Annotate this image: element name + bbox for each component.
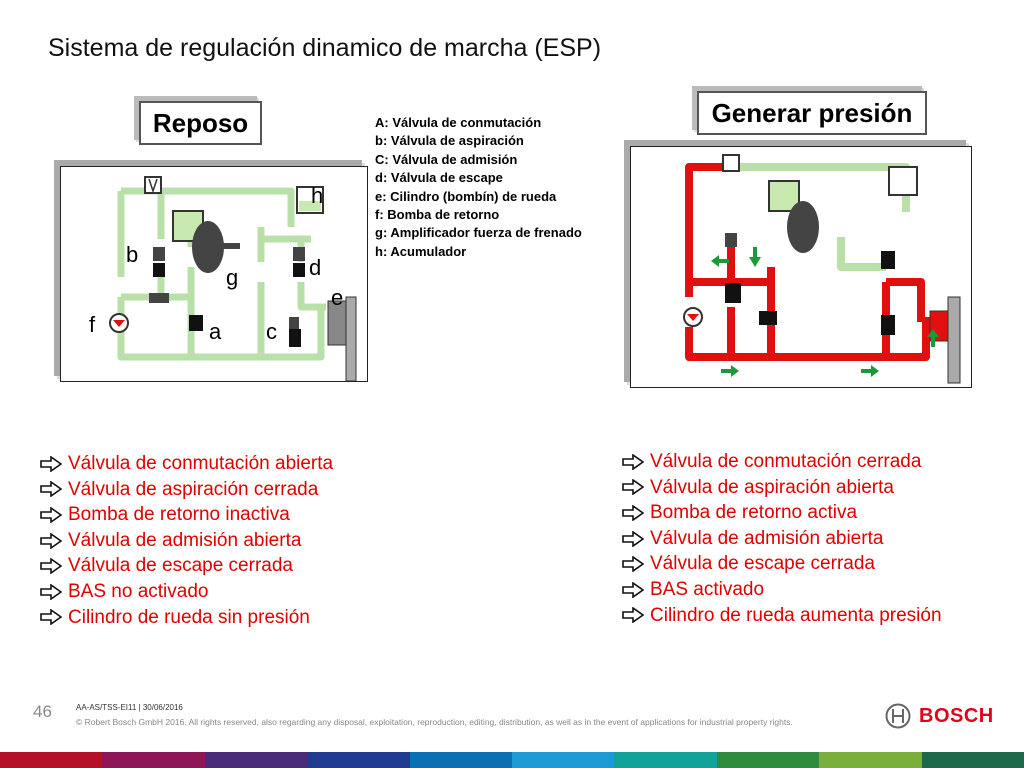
legend-item: A: Válvula de conmutación	[375, 115, 542, 130]
arrow-right-icon	[40, 506, 62, 523]
bullet-item: Válvula de aspiración cerrada	[40, 477, 333, 503]
letter-f: f	[89, 312, 96, 337]
bullet-item: Válvula de admisión abierta	[40, 528, 333, 554]
arrow-right-icon	[622, 453, 644, 470]
letter-c: c	[266, 319, 277, 344]
bullet-item: Válvula de conmutación cerrada	[622, 449, 942, 475]
rest-state-bullets: Válvula de conmutación abierta Válvula d…	[40, 451, 333, 630]
letter-g: g	[226, 265, 238, 290]
arrow-right-icon	[622, 530, 644, 547]
bullet-item: Válvula de conmutación abierta	[40, 451, 333, 477]
bullet-item: Válvula de escape cerrada	[622, 551, 942, 577]
legend-item: b: Válvula de aspiración	[375, 133, 524, 149]
arrow-right-icon	[622, 479, 644, 496]
document-code: AA-AS/TSS-EI11 | 30/06/2016	[76, 703, 183, 712]
legend-item: f: Bomba de retorno	[375, 207, 500, 223]
bullet-item: BAS activado	[622, 577, 942, 603]
legend-item: C: Válvula de admisión	[375, 151, 518, 167]
pressure-hydraulic-circuit	[683, 154, 961, 384]
bullet-item: Válvula de aspiración abierta	[622, 475, 942, 501]
bullet-item: Válvula de escape cerrada	[40, 553, 333, 579]
arrow-right-icon	[622, 556, 644, 573]
bullet-item: Válvula de admisión abierta	[622, 526, 942, 552]
letter-d: d	[309, 255, 321, 280]
legend-item: d: Válvula de escape	[375, 170, 503, 186]
pressure-state-bullets: Válvula de conmutación cerrada Válvula d…	[622, 449, 942, 628]
arrow-right-icon	[40, 558, 62, 575]
arrow-right-icon	[40, 455, 62, 472]
copyright-notice: © Robert Bosch GmbH 2016. All rights res…	[76, 717, 793, 727]
brand-color-stripe	[0, 752, 1024, 768]
arrow-right-icon	[622, 607, 644, 624]
pressure-state-label: Generar presión	[697, 91, 927, 135]
bullet-item: Cilindro de rueda aumenta presión	[622, 603, 942, 629]
bullet-item: Cilindro de rueda sin presión	[40, 605, 333, 631]
arrow-right-icon	[40, 583, 62, 600]
pressure-state-diagram	[630, 146, 972, 388]
arrow-right-icon	[40, 609, 62, 626]
rest-state-label: Reposo	[139, 101, 262, 145]
arrow-right-icon	[40, 532, 62, 549]
arrow-right-icon	[622, 581, 644, 598]
bullet-item: Bomba de retorno inactiva	[40, 502, 333, 528]
page-number: 46	[33, 702, 52, 721]
letter-a: a	[209, 319, 222, 344]
arrow-right-icon	[622, 504, 644, 521]
rest-hydraulic-circuit: h b g d e f a c	[89, 176, 357, 382]
legend-item: h: Acumulador	[375, 243, 467, 259]
bullet-item: Bomba de retorno activa	[622, 500, 942, 526]
brand-name: BOSCH	[919, 704, 994, 727]
bosch-logo: BOSCH	[885, 703, 994, 729]
rest-state-diagram: h b g d e f a c	[60, 166, 368, 382]
bosch-armature-icon	[885, 703, 911, 729]
legend-item: g: Amplificador fuerza de frenado	[375, 225, 582, 241]
legend-item: e: Cilindro (bombín) de rueda	[375, 188, 557, 204]
letter-b: b	[126, 242, 138, 267]
slide-title: Sistema de regulación dinamico de marcha…	[48, 34, 602, 62]
bullet-item: BAS no activado	[40, 579, 333, 605]
letter-h: h	[311, 183, 323, 208]
letter-e: e	[331, 285, 343, 310]
component-legend: A: Válvula de conmutación b: Válvula de …	[375, 114, 582, 261]
arrow-right-icon	[40, 481, 62, 498]
